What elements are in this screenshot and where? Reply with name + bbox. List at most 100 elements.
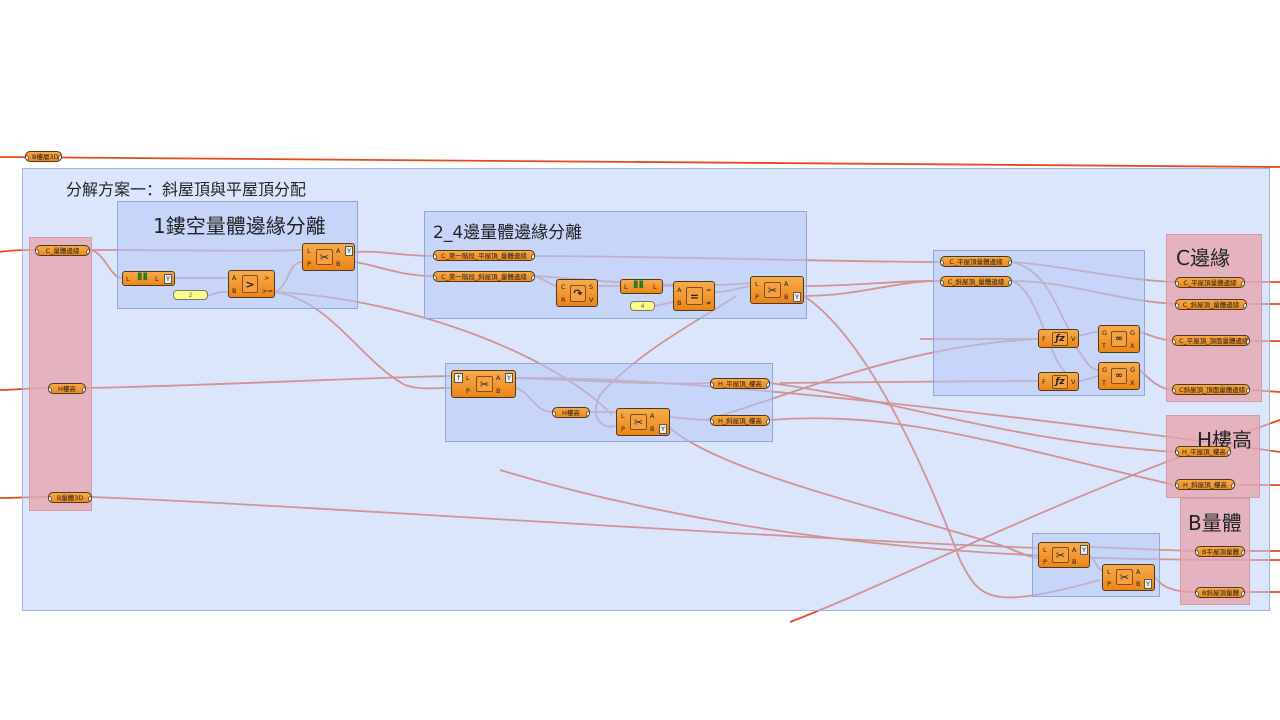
input-c-edges[interactable]: C_量體邊緣 — [35, 245, 90, 256]
pin-t: T — [1102, 379, 1106, 387]
pin-p: P — [755, 293, 759, 301]
pin-y: Y — [164, 274, 172, 284]
pin-y: Y — [659, 424, 667, 434]
param-h-sloped-roof-height[interactable]: H_斜屋頂_樓高 — [710, 415, 770, 426]
pin-y: Y — [345, 246, 353, 256]
pin-y: Y — [1144, 579, 1152, 589]
pin-l-out: L — [653, 283, 657, 291]
pin-gte: >= — [262, 287, 273, 295]
pin-p: P — [1107, 580, 1111, 588]
pin-p: P — [621, 425, 625, 433]
param-stage1-flat-roof-edges[interactable]: C_第一階段_平屋頂_量體邊緣 — [433, 250, 535, 261]
dispatch-component-5[interactable]: L P ✂ A B Y — [1038, 542, 1090, 568]
pin-b: B — [336, 260, 341, 268]
unit-z-icon: ƒz — [1052, 375, 1068, 389]
dispatch-component-6[interactable]: L P ✂ A B Y — [1102, 564, 1155, 591]
pin-b: B — [496, 387, 501, 395]
output-h-flat-roof-height[interactable]: H_平屋頂_樓高 — [1175, 446, 1231, 457]
pin-b: B — [677, 299, 682, 307]
param-b-volume-3d[interactable]: B樓層3D — [25, 151, 62, 162]
flatten-icon: ↑ — [454, 373, 464, 383]
wire — [0, 156, 1280, 168]
output-c-flat-roof-top-edges[interactable]: C_平屋頂_頂面量體邊緣 — [1172, 335, 1250, 346]
param-c-flat-roof-edges[interactable]: C_平屋頂量體邊緣 — [940, 256, 1012, 267]
pin-l: L — [621, 412, 625, 420]
pin-f: F — [1042, 335, 1046, 343]
transform-component-2[interactable]: G T ∞ G X — [1098, 362, 1140, 390]
output-group-b-title: B量體 — [1188, 511, 1242, 535]
dispatch-component-1[interactable]: L P ✂ A B Y — [302, 243, 355, 271]
list-length-component[interactable]: L ▮▮ L Y — [122, 271, 175, 286]
pin-a: A — [677, 286, 682, 294]
dispatch-icon: ✂ — [630, 414, 647, 430]
unit-z-icon: ƒz — [1052, 332, 1068, 346]
output-b-flat-roof-volume[interactable]: B平屋頂量體 — [1195, 546, 1245, 557]
pin-y: Y — [1080, 545, 1088, 555]
larger-than-icon: > — [242, 275, 258, 293]
group-1-title: 1鏤空量體邊緣分離 — [153, 214, 326, 238]
larger-than-component[interactable]: A B > > >= — [228, 270, 275, 298]
dispatch-icon: ✂ — [1052, 547, 1069, 563]
param-h-height[interactable]: H樓高 — [552, 407, 590, 418]
pin-l: L — [126, 275, 130, 283]
pin-b: B — [1072, 558, 1077, 566]
move-icon: ∞ — [1111, 368, 1127, 384]
pin-l-out: L — [155, 275, 159, 283]
pin-a: A — [232, 274, 237, 282]
pin-r: R — [561, 296, 566, 304]
pin-s: S — [589, 283, 594, 291]
input-b-volume[interactable]: B量體3D — [48, 492, 92, 503]
number-slider-4[interactable]: 4 — [630, 301, 655, 311]
pin-gt: > — [264, 274, 270, 282]
move-component-2[interactable]: F ƒz V — [1038, 372, 1079, 391]
output-h-sloped-roof-height[interactable]: H_斜屋頂_樓高 — [1175, 479, 1235, 490]
dispatch-component-3[interactable]: L P ↑ ✂ A B Y — [451, 370, 516, 398]
dispatch-component-2[interactable]: L P ✂ A B Y — [750, 276, 804, 304]
pin-b: B — [232, 287, 237, 295]
pin-b: B — [1136, 580, 1141, 588]
pin-a: A — [650, 412, 655, 420]
pin-a: A — [1072, 546, 1077, 554]
list-length-component-2[interactable]: L ▮▮ L — [620, 279, 663, 294]
pin-c: C — [561, 283, 566, 291]
shift-list-component[interactable]: C R ↷ S V — [556, 279, 598, 307]
output-b-sloped-roof-volume[interactable]: B斜屋頂量體 — [1195, 587, 1245, 598]
pin-l: L — [307, 247, 311, 255]
pin-l: L — [1107, 568, 1111, 576]
output-c-sloped-roof-edges[interactable]: C_斜屋頂_量體邊緣 — [1175, 299, 1247, 310]
outer-group-title: 分解方案一：斜屋頂與平屋頂分配 — [66, 180, 307, 199]
transform-component-1[interactable]: G T ∞ G X — [1098, 325, 1140, 353]
dispatch-component-4[interactable]: L P ✂ A B Y — [616, 408, 670, 436]
group-2-title: 2_4邊量體邊緣分離 — [433, 223, 583, 243]
equality-component[interactable]: A B = = ≠ — [673, 281, 715, 311]
group-2-4-edge-separation[interactable] — [424, 211, 807, 319]
pin-v: V — [1071, 335, 1076, 343]
pin-p: P — [307, 260, 311, 268]
param-stage1-sloped-roof-edges[interactable]: C_第一階段_斜屋頂_量體邊緣 — [433, 271, 535, 282]
pin-p: P — [466, 387, 470, 395]
input-group[interactable] — [29, 237, 92, 511]
pin-x: X — [1130, 342, 1135, 350]
pin-g-out: G — [1130, 329, 1136, 337]
pin-v: V — [1071, 378, 1076, 386]
dispatch-icon: ✂ — [1116, 569, 1133, 585]
output-c-flat-roof-edges[interactable]: C_平屋頂量體邊緣 — [1175, 277, 1245, 288]
move-icon: ∞ — [1111, 331, 1127, 347]
pin-b: B — [650, 425, 655, 433]
output-group-c[interactable] — [1166, 234, 1262, 402]
param-c-sloped-roof-edges[interactable]: C_斜屋頂_量體邊緣 — [940, 276, 1012, 287]
dispatch-icon: ✂ — [316, 249, 333, 265]
number-slider-2[interactable]: 2 — [173, 290, 208, 300]
move-component-1[interactable]: F ƒz V — [1038, 329, 1079, 348]
equality-icon: = — [686, 287, 703, 305]
pin-y: Y — [793, 292, 801, 302]
param-h-flat-roof-height[interactable]: H_平屋頂_樓高 — [710, 378, 770, 389]
input-h-height[interactable]: H樓高 — [48, 383, 86, 394]
pin-a: A — [496, 374, 501, 382]
dispatch-icon: ✂ — [476, 376, 493, 392]
list-icon: ▮▮ — [633, 279, 645, 290]
pin-a: A — [784, 280, 789, 288]
output-c-sloped-roof-top-edges[interactable]: C斜屋頂_頂面量體邊緣 — [1172, 384, 1250, 395]
pin-v: V — [589, 296, 594, 304]
shift-icon: ↷ — [570, 285, 586, 302]
